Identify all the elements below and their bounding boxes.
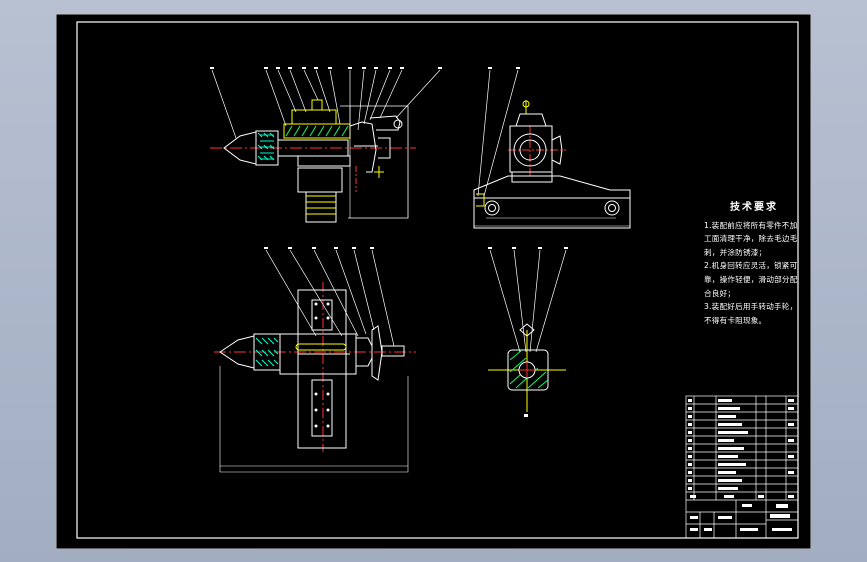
drawing-sheet: 技术要求 1.装配前应将所有零件不加工面清理干净，除去毛边毛刺，并涂防锈漆； 2…	[56, 14, 811, 549]
dimension-lines	[340, 105, 409, 219]
section-view	[488, 247, 568, 417]
base-plate	[473, 175, 631, 229]
front-section-view	[210, 67, 442, 223]
title-block	[685, 395, 799, 539]
assembly-drawing	[56, 14, 811, 549]
spindle-housing-top	[279, 333, 357, 375]
side-view	[473, 67, 631, 229]
handle	[369, 115, 401, 131]
housing-top	[291, 109, 337, 125]
slide-plate	[297, 289, 347, 449]
leader-lines	[211, 69, 441, 139]
top-view	[214, 247, 416, 473]
drawing-frame	[76, 21, 799, 539]
section-block	[507, 349, 549, 391]
parts-list-marks	[688, 399, 794, 531]
handwheel-section	[349, 121, 377, 173]
sheet-border	[56, 14, 811, 549]
handwheel-top	[371, 325, 383, 381]
tech-req-item-3: 3.装配好后用手转动手轮，不得有卡阻现象。	[704, 302, 798, 325]
balloon-ticks	[210, 67, 442, 69]
tech-req-item-2: 2.机身回转应灵活，锁紧可靠，操作轻便，滑动部分配合良好；	[704, 261, 798, 298]
technical-requirements: 技术要求 1.装配前应将所有零件不加工面清理干净，除去毛边毛刺，并涂防锈漆； 2…	[704, 201, 804, 327]
tech-req-title: 技术要求	[730, 202, 778, 213]
tech-req-item-1: 1.装配前应将所有零件不加工面清理干净，除去毛边毛刺，并涂防锈漆；	[704, 220, 798, 257]
